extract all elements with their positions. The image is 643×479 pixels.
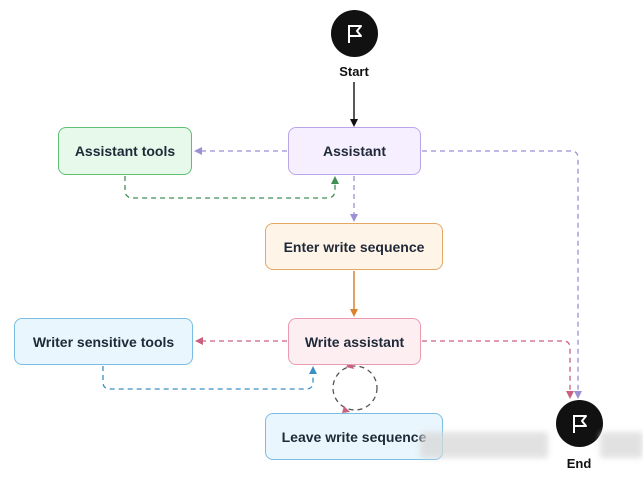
edge-write-assistant-leave-loop [332,365,378,411]
watermark-blur [420,432,548,458]
edge-assistant-tools-to-assistant [124,176,339,199]
edge-write-assistant-to-end [422,340,574,399]
end-label: End [566,456,592,471]
writer-sensitive-tools-node[interactable]: Writer sensitive tools [14,318,193,365]
assistant-tools-node[interactable]: Assistant tools [58,127,192,175]
flag-icon [572,414,587,433]
start-label: Start [339,64,369,79]
watermark-blur-right [600,432,643,458]
enter-write-sequence-node[interactable]: Enter write sequence [265,223,443,270]
end-node [556,400,603,447]
edge-assistant-to-end [422,150,582,399]
flag-icon [347,24,362,43]
write-assistant-node[interactable]: Write assistant [288,318,421,365]
loop-arrow-down [342,406,350,413]
edge-writer-tools-to-write-assistant [102,366,317,390]
start-node [331,10,378,57]
leave-write-sequence-node[interactable]: Leave write sequence [265,413,443,460]
assistant-node[interactable]: Assistant [288,127,421,175]
